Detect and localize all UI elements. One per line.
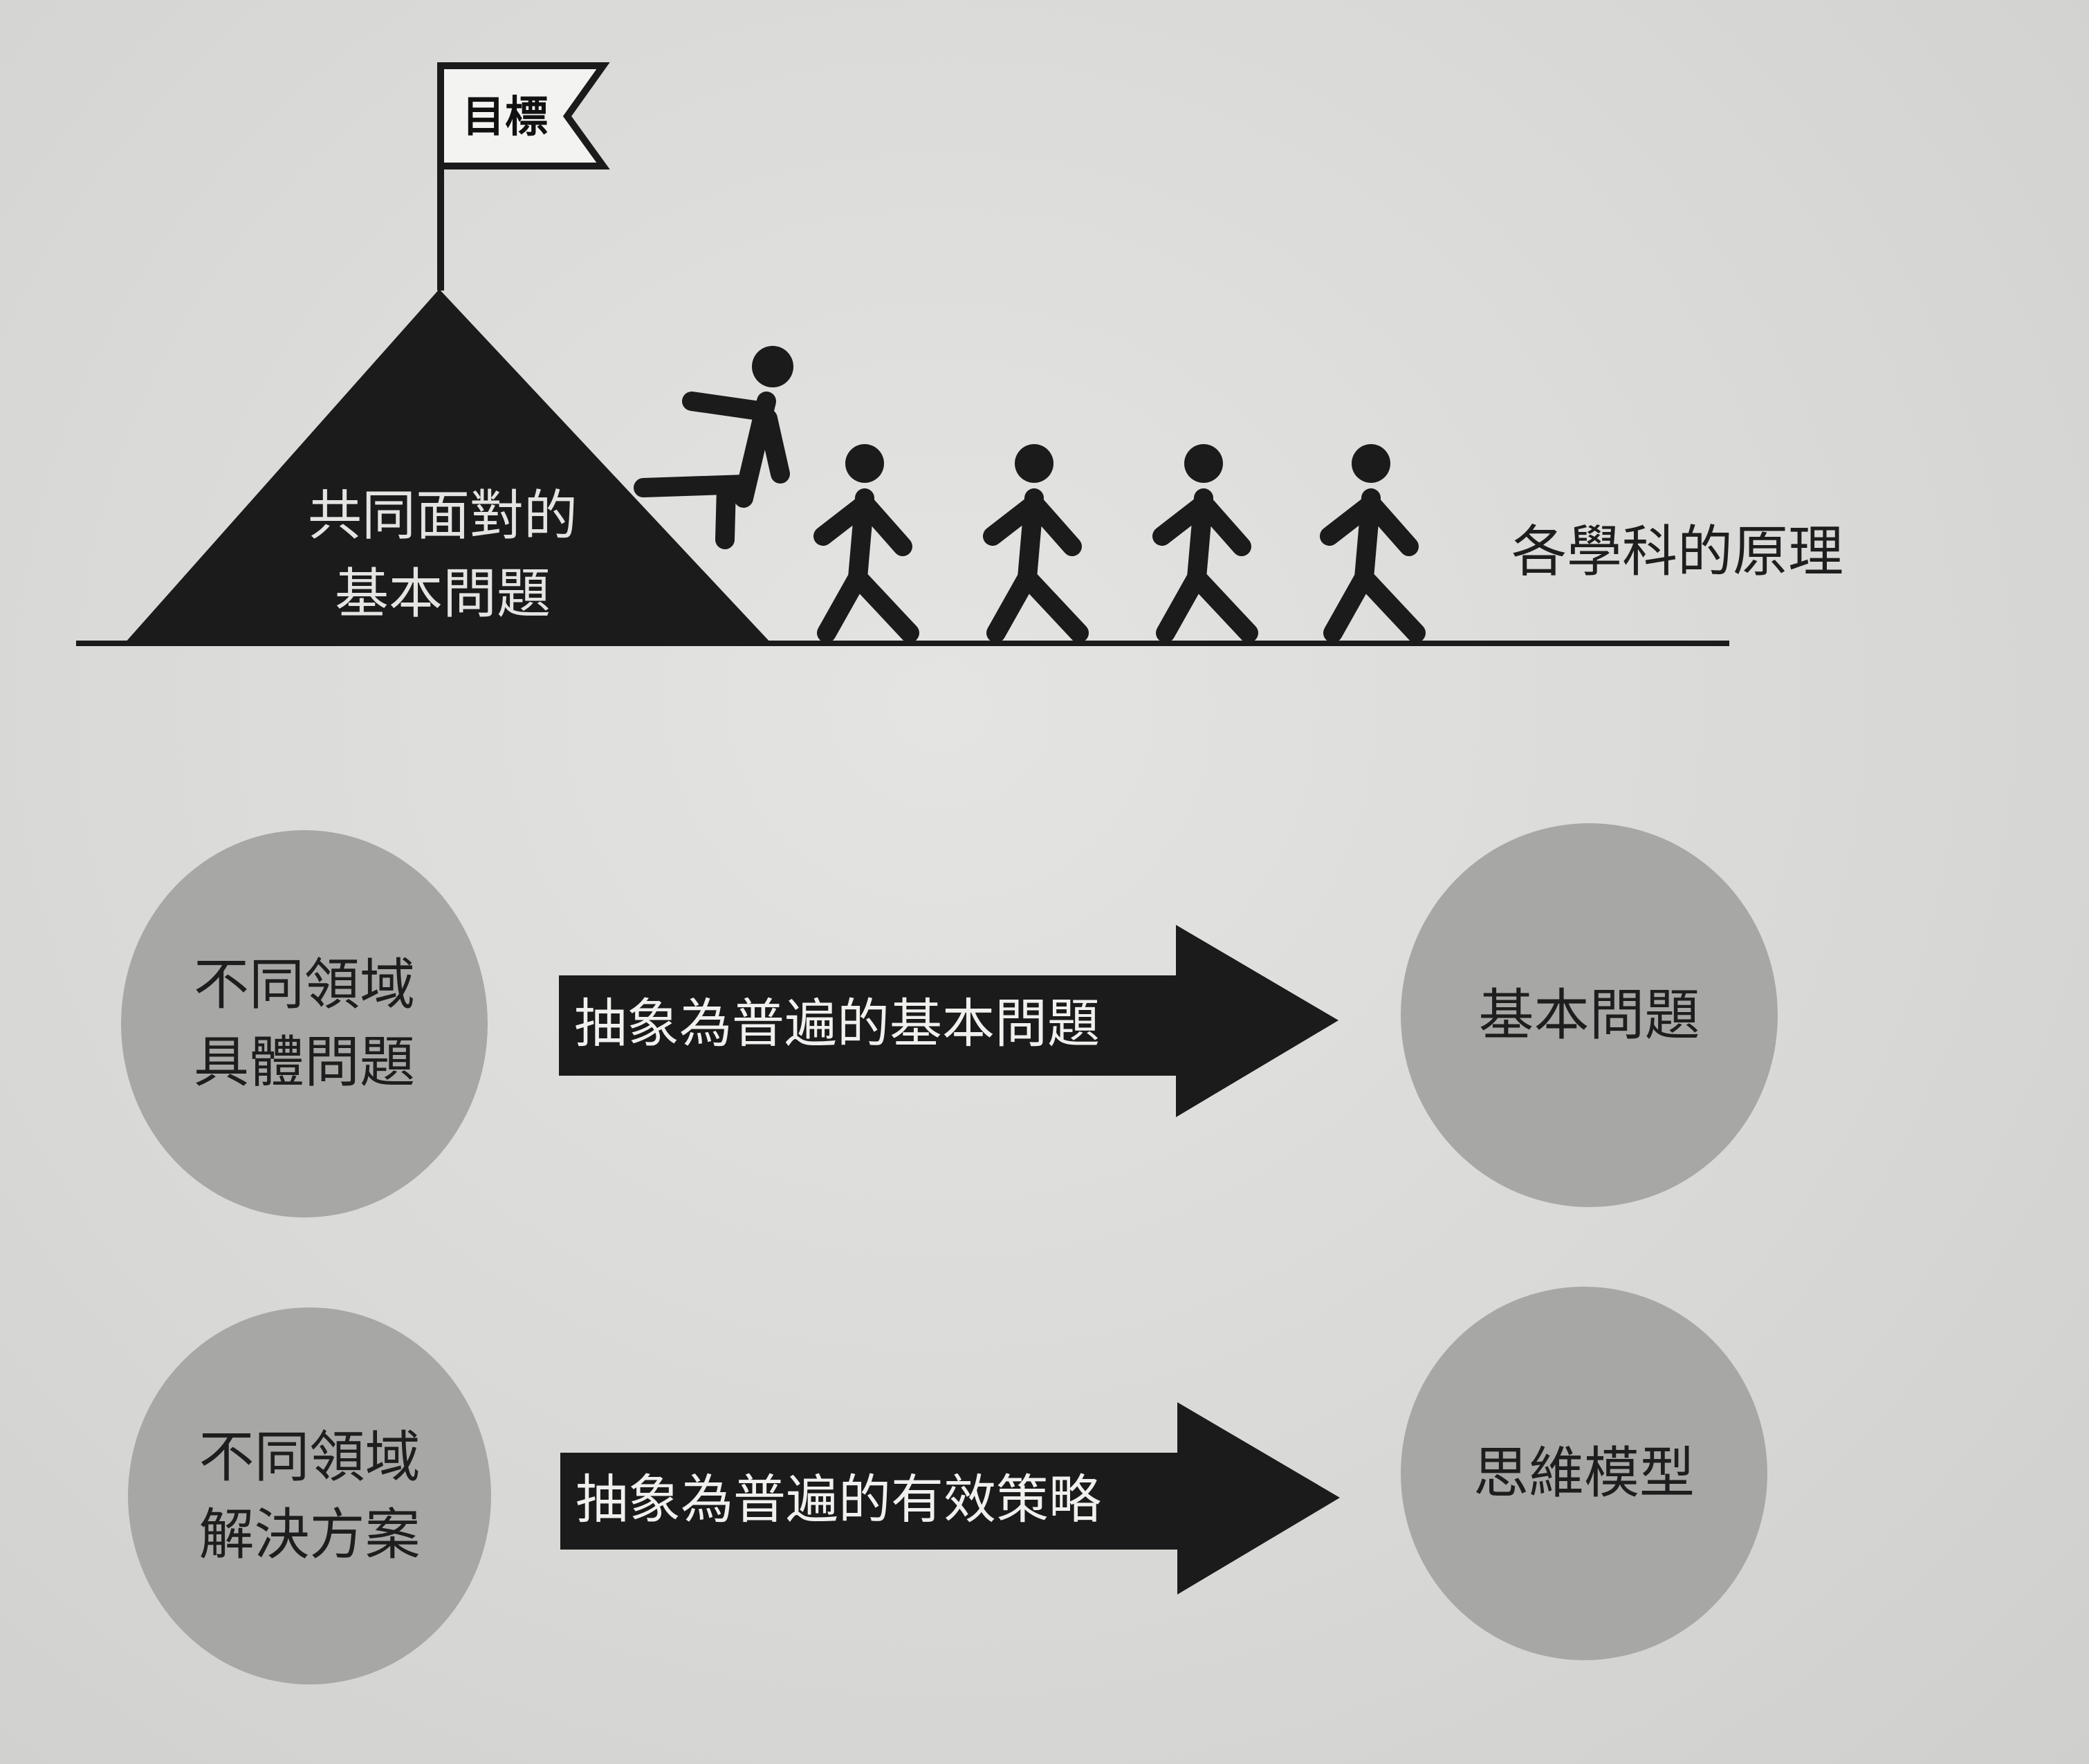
source-circle-1: 不同領域 具體問題	[121, 830, 488, 1218]
disciplines-label: 各學科的原理	[1511, 520, 1843, 584]
arrow-1-label: 抽象為普遍的基本問題	[574, 993, 1100, 1054]
arrow-2	[560, 1402, 1340, 1595]
target-circle-1-text: 基本問題	[1478, 982, 1700, 1047]
walking-person-icon	[1152, 444, 1258, 643]
mountain-label-line2: 基本問題	[334, 563, 551, 626]
target-circle-2: 思維模型	[1401, 1287, 1767, 1660]
source-circle-2-text: 不同領域 解決方案	[199, 1424, 421, 1567]
walking-person-icon	[1320, 444, 1426, 643]
source-circle-1-text: 不同領域 具體問題	[194, 953, 415, 1094]
climbing-person-icon	[634, 346, 793, 549]
arrow-1	[559, 925, 1338, 1117]
target-circle-1: 基本問題	[1401, 823, 1778, 1207]
mountain-label-line1: 共同面對的	[307, 485, 578, 547]
target-circle-2-text: 思維模型	[1473, 1441, 1695, 1505]
source-circle-2: 不同領域 解決方案	[128, 1307, 491, 1684]
flag	[437, 62, 610, 169]
mountain-label: 共同面對的 基本問題	[277, 477, 609, 634]
goal-flag-label: 目標	[462, 91, 549, 142]
mountain	[125, 289, 771, 643]
walking-person-icon	[983, 444, 1089, 643]
arrow-2-label: 抽象為普遍的有效策略	[576, 1469, 1101, 1530]
walking-person-icon	[813, 444, 919, 643]
